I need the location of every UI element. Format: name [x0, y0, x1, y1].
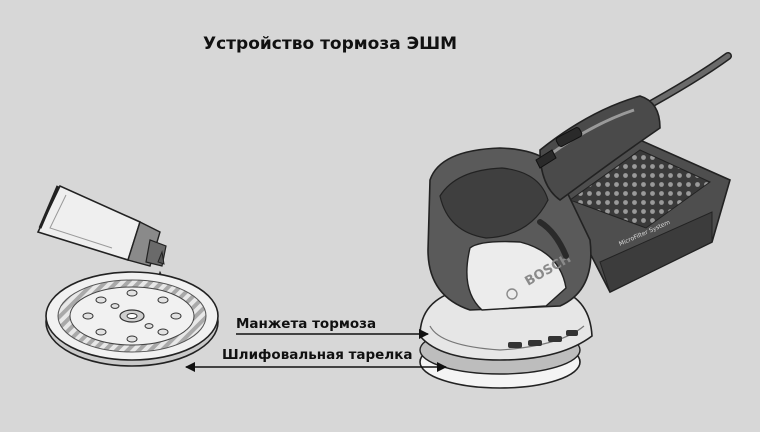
sanding-pad-left	[45, 271, 219, 367]
orbital-sander: MicroFilter System BOSCH	[419, 52, 732, 389]
power-switch-icon	[555, 127, 583, 147]
pointer-lines	[185, 329, 447, 372]
sanding-pad-label: Шлифовальная тарелка	[222, 347, 413, 363]
page-title: Устройство тормоза ЭШМ	[202, 34, 458, 54]
glue-tube	[36, 184, 167, 267]
brake-cuff-label: Манжета тормоза	[236, 316, 377, 332]
